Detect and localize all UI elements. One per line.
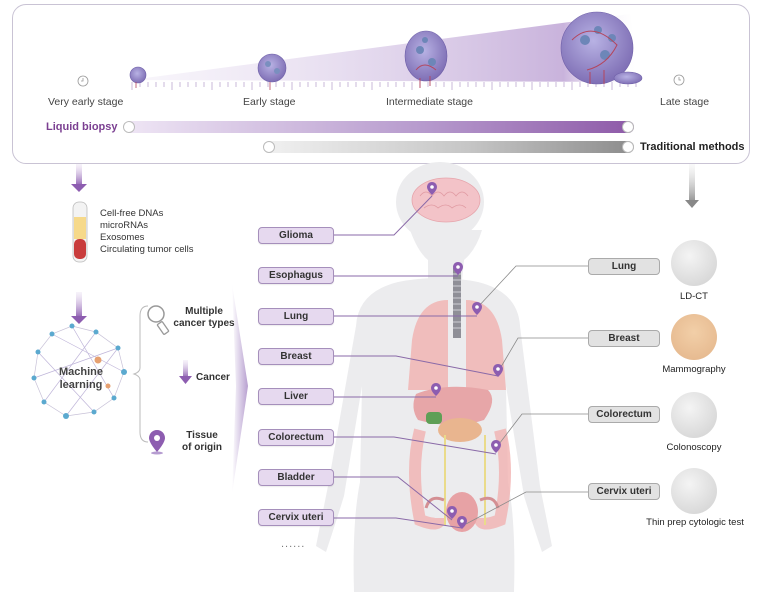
- output-line: Tissue: [186, 430, 218, 441]
- arrow-down-icon-traditional: [685, 164, 699, 208]
- organ-box-glioma: Glioma: [258, 227, 334, 244]
- liquid-biopsy-label: Liquid biopsy: [46, 121, 118, 133]
- liquid-biopsy-end-knob: [622, 121, 634, 133]
- ml-label-line1: Machine: [58, 366, 103, 378]
- organ-pin-icon: [472, 302, 482, 315]
- tumor-intermediate: [404, 30, 448, 88]
- organ-box-breast: Breast: [258, 348, 334, 365]
- tumor-early: [257, 53, 287, 90]
- output-line: Multiple: [185, 306, 223, 317]
- traditional-methods-end-knob: [622, 141, 634, 153]
- location-pin-icon: [149, 430, 165, 455]
- ml-network-nodes: [31, 323, 127, 419]
- analyte-item: Cell-free DNAs: [100, 208, 164, 219]
- tumor-late: [560, 11, 643, 85]
- scale-ticks: [131, 82, 637, 90]
- organ-pin-icon: [457, 516, 467, 529]
- analyte-list: Cell-free DNAs microRNAs Exosomes Circul…: [100, 208, 193, 256]
- traditional-box-lung: Lung: [588, 258, 660, 275]
- organ-box-esophagus: Esophagus: [258, 267, 334, 284]
- stage-label-late: Late stage: [660, 96, 710, 108]
- mammography-icon: [671, 314, 717, 360]
- analyte-item: Exosomes: [100, 232, 145, 243]
- traditional-connectors: [465, 265, 588, 525]
- organ-pin-icon: [493, 364, 503, 377]
- liquid-connectors: [334, 195, 499, 529]
- stage-panel: [12, 4, 750, 164]
- stage-label-very-early: Very early stage: [48, 96, 124, 108]
- ct-scanner-icon: [671, 240, 717, 286]
- method-label-thin-prep: Thin prep cytologic test: [646, 517, 744, 528]
- trachea-organ: [453, 268, 461, 338]
- arrow-down-icon-tube: [71, 292, 87, 324]
- organ-pin-icon: [447, 506, 457, 519]
- liquid-biopsy-start-knob: [123, 121, 135, 133]
- organ-box-bladder: Bladder: [258, 469, 334, 486]
- abdominal-organs: [409, 386, 511, 532]
- chevron-right-icon: [232, 284, 248, 494]
- blood-tube-icon: [72, 201, 88, 263]
- analyte-item: Circulating tumor cells: [100, 244, 194, 255]
- machine-learning-label: Machine learning: [46, 366, 116, 392]
- method-label-ldct: LD-CT: [680, 291, 708, 302]
- tumor-growth-graphic: [77, 11, 685, 90]
- flow-graphics: [31, 162, 699, 592]
- method-label-mammography: Mammography: [662, 364, 726, 375]
- organ-box-colorectum: Colorectum: [258, 429, 334, 446]
- stage-label-early: Early stage: [243, 96, 296, 108]
- traditional-box-breast: Breast: [588, 330, 660, 347]
- traditional-box-colorectum: Colorectum: [588, 406, 660, 423]
- magnifier-icon: [147, 305, 170, 335]
- traditional-methods-bar: [264, 141, 634, 153]
- organ-pin-icon: [431, 383, 441, 396]
- more-indicator: ......: [281, 538, 306, 550]
- traditional-box-cervix-uteri: Cervix uteri: [588, 483, 660, 500]
- ml-network-icon: [33, 325, 125, 417]
- method-label-colonoscopy: Colonoscopy: [666, 442, 722, 453]
- organ-box-liver: Liver: [258, 388, 334, 405]
- liquid-biopsy-bar: [124, 121, 634, 133]
- output-line: cancer types: [173, 318, 235, 329]
- output-tissue-of-origin: Tissue of origin: [176, 430, 228, 454]
- stage-label-intermediate: Intermediate stage: [386, 96, 473, 108]
- growth-wedge: [130, 14, 640, 82]
- down-arrow-icon: [179, 360, 192, 384]
- ml-label-line2: learning: [59, 379, 103, 391]
- organ-box-cervix-uteri: Cervix uteri: [258, 509, 334, 526]
- clock-icon-end: [673, 74, 685, 86]
- organ-pin-icon: [491, 440, 501, 453]
- brain-organ: [411, 177, 481, 223]
- output-bracket: [132, 305, 149, 443]
- clock-icon-start: [77, 75, 89, 87]
- organ-pin-icon: [427, 182, 437, 195]
- output-multiple-cancer-types: Multiple cancer types: [172, 306, 236, 330]
- analyte-item: microRNAs: [100, 220, 149, 231]
- organ-pin-icons: [427, 182, 503, 529]
- organ-box-lung: Lung: [258, 308, 334, 325]
- traditional-methods-label: Traditional methods: [640, 141, 745, 153]
- output-line: of origin: [182, 442, 222, 453]
- organ-pin-icon: [453, 262, 463, 275]
- cytologic-test-icon: [671, 468, 717, 514]
- tumor-very-early: [129, 66, 147, 88]
- colonoscopy-icon: [671, 392, 717, 438]
- output-cancer: Cancer: [188, 372, 238, 384]
- output-line: Cancer: [196, 372, 230, 383]
- traditional-methods-start-knob: [263, 141, 275, 153]
- arrow-down-icon-liquid: [71, 164, 87, 192]
